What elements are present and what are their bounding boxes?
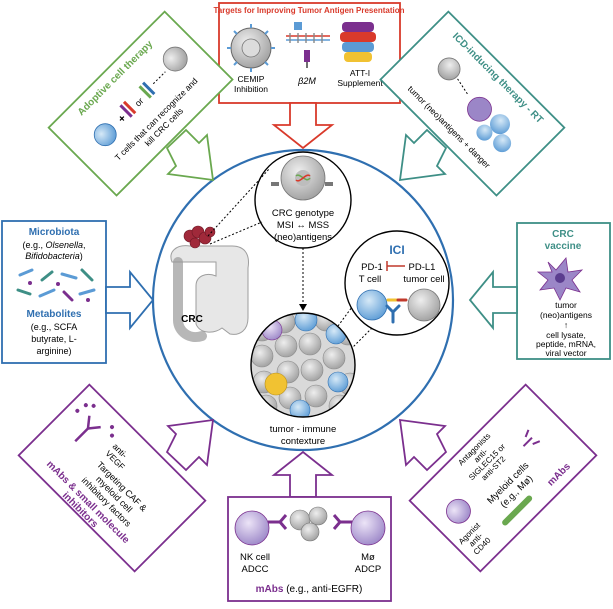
colon-icon xyxy=(170,245,249,342)
olsenella-label: Olsenella xyxy=(45,240,83,250)
bottom-mabs-label: mAbs xyxy=(256,584,284,595)
bacteria-icon xyxy=(16,268,96,302)
vaccine-line-3: cell lysate, xyxy=(546,330,586,340)
ici-tumorcell-label: tumor cell xyxy=(403,274,444,285)
myeloid-cell-icon xyxy=(446,498,471,524)
mabs-small-molecule-panel: anti- VEGF Targeting CAF & myeloid cell … xyxy=(17,383,207,573)
top-arrow xyxy=(271,102,335,150)
contexture-circle xyxy=(250,312,356,418)
pd1-label: PD-1 xyxy=(361,262,383,273)
microbiota-panel: Microbiota (e.g., Olsenella, Bifidobacte… xyxy=(1,220,107,364)
att1-label: ATT-I xyxy=(350,68,370,78)
b2m-gene-icon xyxy=(286,22,330,68)
att1-protein-icon xyxy=(340,22,376,62)
microbiota-title: Microbiota xyxy=(29,227,80,238)
ici-title: ICI xyxy=(389,243,404,257)
macrophage-label: Mø xyxy=(361,552,375,563)
genotype-label: CRC genotype xyxy=(272,208,334,219)
vaccine-up-arrow: ↑ xyxy=(564,320,568,330)
svg-text:Bifidobacteria): Bifidobacteria) xyxy=(25,251,83,261)
bottom-right-arrow xyxy=(398,418,448,472)
dendritic-cell-icon xyxy=(536,257,584,301)
adcc-adcp-panel: NK cell ADCC Mø ADCP mAbs (e.g., anti-EG… xyxy=(227,496,392,602)
tumor-cluster-icon xyxy=(289,506,328,542)
anti-vegf-icon xyxy=(74,415,101,443)
metabolites-line-2: butyrate, L- xyxy=(31,334,77,344)
genotype-cell-icon xyxy=(271,155,333,201)
microbiota-comma: , xyxy=(83,240,86,250)
contexture-label-1: tumor - immune xyxy=(270,424,337,435)
ici-tumorcell-icon xyxy=(407,288,441,322)
att1-label-2: Supplement xyxy=(337,78,383,88)
contexture-label-2: contexture xyxy=(281,436,325,447)
vaccine-line-4: peptide, mRNA, xyxy=(536,339,596,349)
microbiota-close: ) xyxy=(80,251,83,261)
cemip-label-2: Inhibition xyxy=(234,84,268,94)
ici-tcell-icon xyxy=(356,289,388,321)
metabolites-title: Metabolites xyxy=(26,309,81,320)
genotype-neoantigens-label: (neo)antigens xyxy=(274,232,332,243)
antigen-presentation-title: Targets for Improving Tumor Antigen Pres… xyxy=(214,6,405,15)
top-left-arrow xyxy=(165,128,215,182)
adcc-label: ADCC xyxy=(242,564,269,575)
top-right-arrow xyxy=(398,128,448,182)
vaccine-line-2: (neo)antigens xyxy=(540,310,592,320)
genotype-to-contexture-arrowhead xyxy=(299,304,307,311)
ici-tcell-label: T cell xyxy=(359,274,382,285)
crc-label: CRC xyxy=(181,314,203,325)
myeloid-mabs-panel: Antagonists anti- SIGLEC15 or anti-ST2 M… xyxy=(408,383,598,573)
svg-text:mAbs (e.g., anti-EGFR): mAbs (e.g., anti-EGFR) xyxy=(256,584,363,595)
macrophage-icon xyxy=(350,510,386,546)
colon-to-genotype-connector xyxy=(207,167,271,237)
adcp-label: ADCP xyxy=(355,564,381,575)
vaccine-line-5: viral vector xyxy=(545,348,586,358)
colon-to-genotype-connector-2 xyxy=(209,221,263,245)
vaccine-title-1: CRC xyxy=(552,229,574,240)
antigen-presentation-panel: Targets for Improving Tumor Antigen Pres… xyxy=(214,2,405,104)
microbiota-eg: (e.g., xyxy=(22,240,45,250)
vaccine-line-1: tumor xyxy=(555,300,577,310)
nk-cell-icon xyxy=(234,510,270,546)
checkpoint-antibody-icon xyxy=(385,298,408,324)
metabolites-line-3: arginine) xyxy=(36,346,71,356)
cemip-label: CEMIP xyxy=(238,74,265,84)
left-arrow xyxy=(105,269,155,331)
right-arrow xyxy=(468,269,518,331)
pdl1-label: PD-L1 xyxy=(409,262,436,273)
cemip-cell-icon xyxy=(227,24,275,72)
metabolites-line-1: (e.g., SCFA xyxy=(31,322,78,332)
vaccine-title-2: vaccine xyxy=(545,241,582,252)
b2m-label: β2M xyxy=(297,76,316,86)
bifidobacteria-label: Bifidobacteria xyxy=(25,251,80,261)
bottom-arrow xyxy=(271,450,335,498)
crc-vaccine-panel: CRC vaccine tumor (neo)antigens ↑ cell l… xyxy=(516,222,611,360)
nk-cell-label: NK cell xyxy=(240,552,270,563)
msi-mss-label: MSI ↔ MSS xyxy=(277,220,329,231)
bottom-left-arrow xyxy=(165,418,215,472)
svg-text:(e.g., Olsenella,: (e.g., Olsenella, xyxy=(22,240,85,250)
tumor-mass-icon xyxy=(183,225,216,249)
bottom-eg-label: (e.g., anti-EGFR) xyxy=(286,584,362,595)
